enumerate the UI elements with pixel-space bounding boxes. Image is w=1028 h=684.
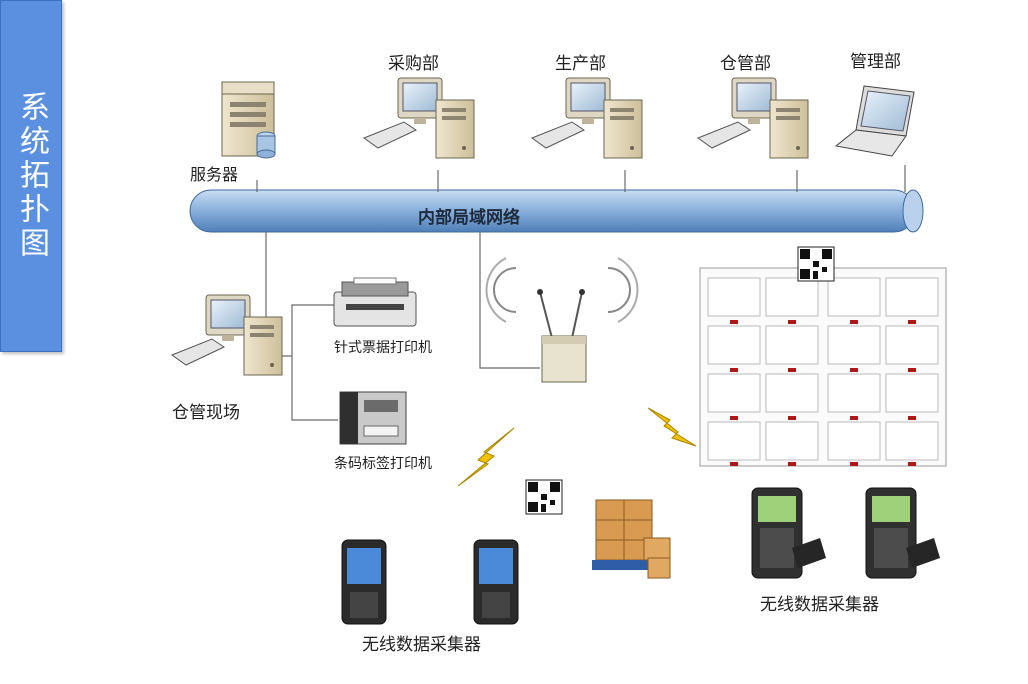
barcode-printer-label: 条码标签打印机 — [334, 456, 432, 472]
desktop-computer-icon — [697, 77, 809, 159]
desktop-computer-icon — [531, 77, 643, 159]
warehouse-dept-label: 仓管部 — [720, 54, 771, 74]
management-dept-label: 管理部 — [850, 52, 901, 72]
wireless-collector-label-left: 无线数据采集器 — [362, 635, 481, 655]
laptop-icon — [834, 85, 915, 157]
warehouse-site-label: 仓管现场 — [172, 403, 240, 423]
rugged-scanner-icon — [865, 487, 940, 579]
dot-matrix-printer-label: 针式票据打印机 — [334, 340, 432, 356]
cargo-boxes-icon — [592, 499, 671, 579]
diagram-title: 系统拓扑图 — [14, 91, 49, 261]
wireless-collector-label-right: 无线数据采集器 — [760, 595, 879, 615]
production-dept-label: 生产部 — [555, 54, 606, 74]
wireless-access-point-icon — [485, 257, 639, 383]
handheld-terminal-icon — [341, 539, 387, 625]
barcode-printer-icon — [339, 391, 407, 445]
purchasing-dept-label: 采购部 — [388, 54, 439, 74]
qr-code-icon — [525, 479, 563, 515]
lan-backbone-pipe — [189, 189, 924, 233]
dot-matrix-printer-icon — [333, 277, 417, 327]
desktop-computer-icon — [363, 77, 475, 159]
server-icon — [221, 81, 276, 159]
handheld-terminal-icon — [473, 539, 519, 625]
lightning-icon — [647, 407, 697, 447]
storage-rack-icon — [699, 267, 947, 467]
rugged-scanner-icon — [751, 487, 826, 579]
lan-backbone-label: 内部局域网络 — [418, 208, 520, 228]
server-label: 服务器 — [190, 165, 239, 184]
lightning-icon — [457, 427, 515, 487]
diagram-title-banner: 系统拓扑图 — [0, 0, 62, 352]
qr-code-icon — [797, 246, 835, 282]
